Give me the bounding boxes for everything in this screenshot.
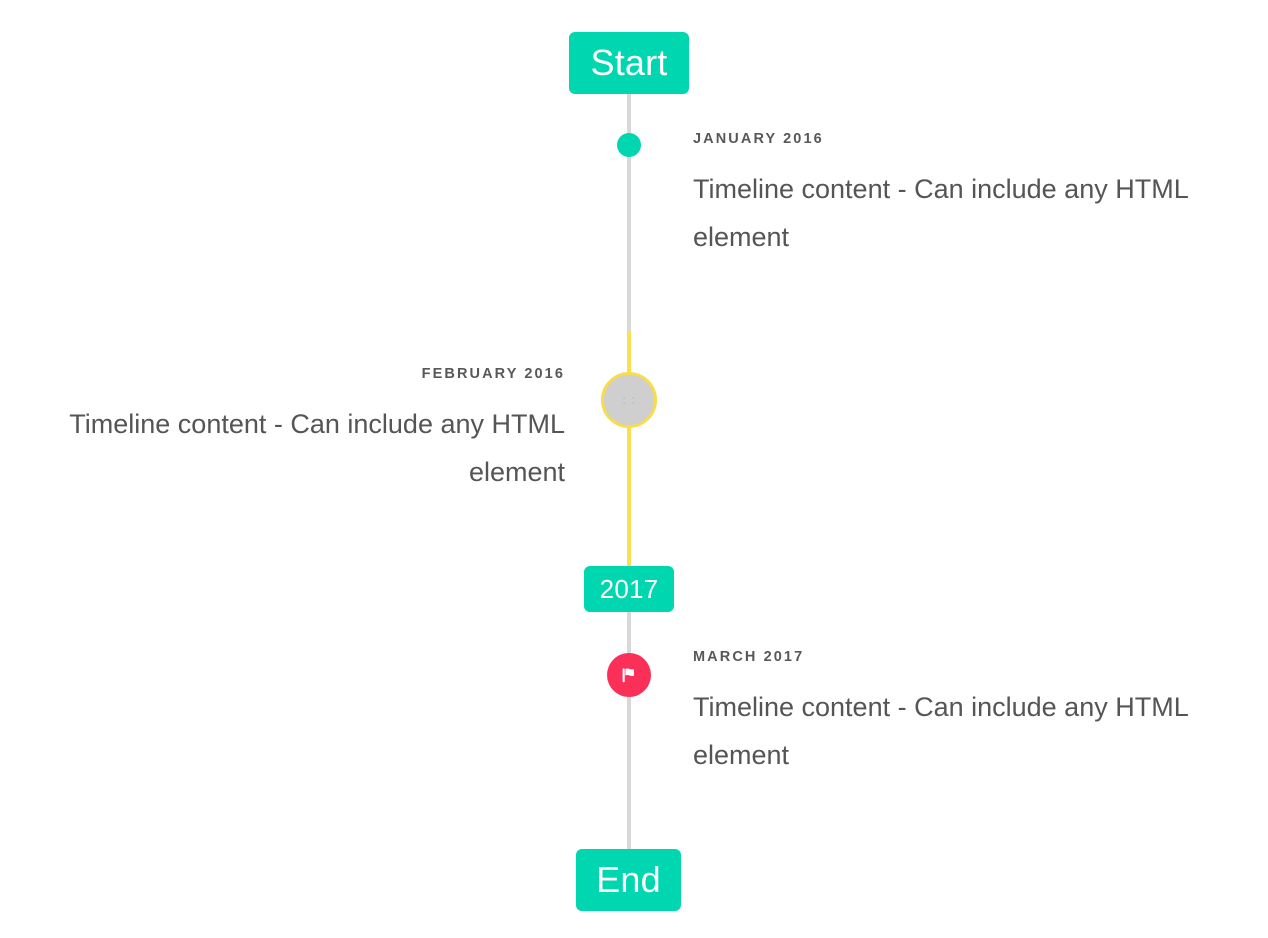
- timeline-year-badge[interactable]: 2017: [584, 566, 674, 612]
- timeline-connector-gray-lower: [627, 610, 631, 856]
- timeline-marker-march[interactable]: [607, 653, 651, 697]
- timeline-end-badge[interactable]: End: [576, 849, 681, 911]
- timeline-entry-body: Timeline content - Can include any HTML …: [693, 174, 1188, 253]
- timeline-entry-date: MARCH 2017: [693, 649, 805, 665]
- timeline-connector-gray-upper: [627, 92, 631, 336]
- timeline-start-badge[interactable]: Start: [569, 32, 689, 94]
- timeline-connector-yellow: [627, 332, 631, 570]
- timeline-entry-body: Timeline content - Can include any HTML …: [693, 692, 1188, 771]
- timeline-marker-january[interactable]: [617, 133, 641, 157]
- timeline-entry-march: MARCH 2017 Timeline content - Can includ…: [693, 649, 1218, 779]
- timeline-entry-february: FEBRUARY 2016 Timeline content - Can inc…: [40, 366, 565, 496]
- timeline-entry-date: FEBRUARY 2016: [421, 366, 565, 382]
- timeline-marker-february[interactable]: ::: [601, 372, 657, 428]
- timeline-entry-date: JANUARY 2016: [693, 131, 824, 147]
- timeline-entry-body: Timeline content - Can include any HTML …: [69, 409, 565, 488]
- flag-icon: [618, 664, 640, 686]
- timeline-entry-january: JANUARY 2016 Timeline content - Can incl…: [693, 131, 1218, 261]
- placeholder-icon: ::: [620, 392, 638, 408]
